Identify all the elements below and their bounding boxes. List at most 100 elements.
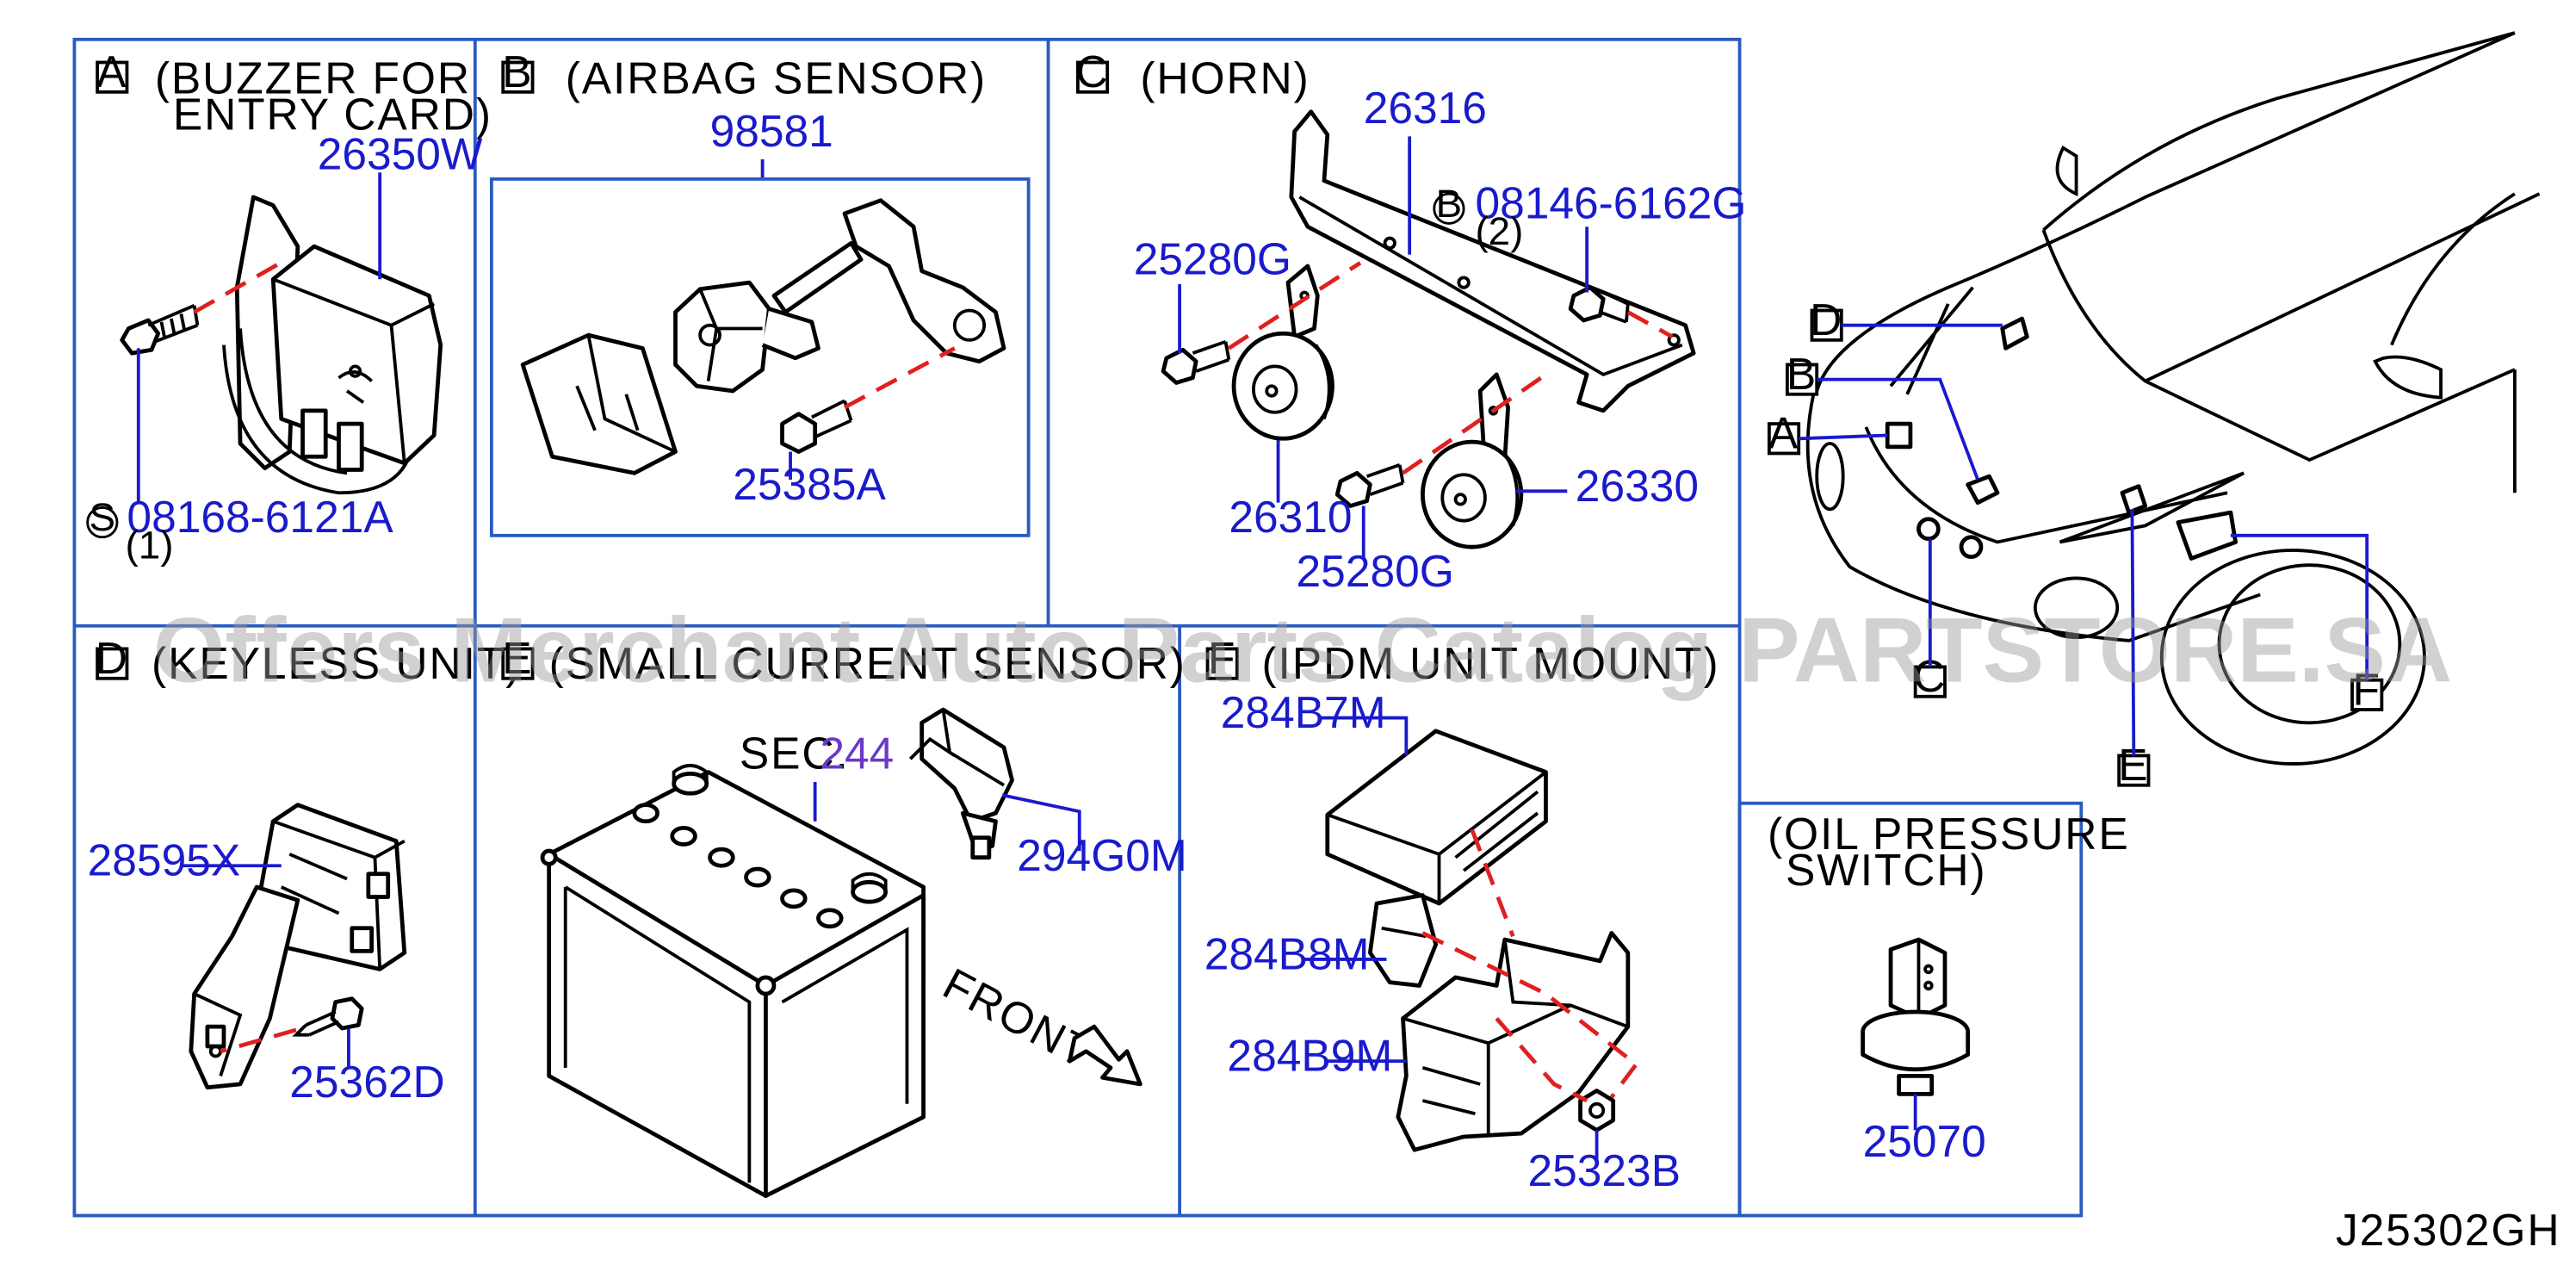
part-number-98581: 98581 xyxy=(710,106,833,156)
section-f: F (IPDM UNIT MOUNT) 284B7M 284B8M 284B9M xyxy=(1204,633,1719,1195)
oil-title-line2: SWITCH) xyxy=(1786,845,1987,895)
part-number-28595x: 28595X xyxy=(88,835,241,885)
horn-high-drawing xyxy=(1421,439,1524,549)
section-a-key: A xyxy=(96,47,127,96)
part-number-26310: 26310 xyxy=(1229,492,1352,542)
section-d-key: D xyxy=(96,633,129,683)
oil-switch-drawing xyxy=(1861,937,1971,1096)
section-a: A (BUZZER FOR ENTRY CARD) 26350W S xyxy=(86,47,492,568)
battery-drawing xyxy=(540,763,926,1199)
screw-d-drawing xyxy=(292,996,364,1037)
part-number-294g0m: 294G0M xyxy=(1017,830,1187,880)
marker-s: S xyxy=(90,495,116,539)
horn-low-drawing xyxy=(1231,331,1334,441)
part-number-08168-6121a: 08168-6121A xyxy=(127,492,393,542)
qty-a-bolt: (1) xyxy=(126,524,174,568)
part-number-284b8m: 284B8M xyxy=(1204,928,1370,978)
locator-b-box xyxy=(1785,363,1819,396)
marker-b-circle xyxy=(1433,192,1465,225)
car-locator-drawing xyxy=(1805,31,2541,766)
sec-label: SEC. xyxy=(740,729,850,779)
d-dash-leader xyxy=(220,1027,297,1054)
ipdm-bracket-drawing xyxy=(1367,893,1439,988)
section-b-title: (AIRBAG SENSOR) xyxy=(566,53,987,103)
part-number-284b9m: 284B9M xyxy=(1227,1031,1392,1081)
locator-d: D xyxy=(1810,295,1843,344)
part-number-26330: 26330 xyxy=(1576,461,1699,511)
part-number-08146-6162g: 08146-6162G xyxy=(1475,178,1746,228)
front-label: FRONT xyxy=(935,958,1100,1078)
part-number-25070: 25070 xyxy=(1863,1116,1986,1166)
section-b-key: B xyxy=(502,47,533,96)
part-number-26350w: 26350W xyxy=(318,128,483,178)
airbag-sensor-frame xyxy=(489,177,1031,537)
current-sensor-drawing xyxy=(908,707,1014,860)
part-number-25280g-upper: 25280G xyxy=(1134,234,1291,284)
horn-bolts-drawing xyxy=(1161,285,1630,508)
part-number-25323b: 25323B xyxy=(1527,1145,1681,1195)
sec-number-244: 244 xyxy=(820,729,894,779)
section-a-title-line1: (BUZZER FOR xyxy=(155,53,471,103)
part-number-25280g-lower: 25280G xyxy=(1297,546,1454,596)
leader-294g0m xyxy=(1001,793,1081,852)
section-b: B (AIRBAG SENSOR) 98581 25385A xyxy=(489,47,1031,537)
section-e-title: (SMALL CURRENT SENSOR) xyxy=(549,638,1186,688)
part-number-25385a: 25385A xyxy=(733,459,886,509)
nut-f-drawing xyxy=(1578,1089,1616,1132)
section-e: E (SMALL CURRENT SENSOR) SEC. 244 xyxy=(501,633,1187,1199)
section-f-key: F xyxy=(1208,633,1236,683)
section-d-title: (KEYLESS UNIT) xyxy=(152,638,522,688)
locator-a-box xyxy=(1767,422,1801,456)
horn-bracket-drawing xyxy=(1285,109,1696,471)
marker-s-circle xyxy=(86,506,119,539)
leader-284b7m xyxy=(1319,716,1409,756)
locator-d-box xyxy=(1810,308,1843,342)
qty-c-bolt: (2) xyxy=(1475,209,1523,253)
locator-a: A xyxy=(1768,408,1799,458)
oil-switch-frame xyxy=(1737,801,2084,1218)
front-arrow-icon xyxy=(1067,1024,1142,1087)
part-number-25362d: 25362D xyxy=(289,1057,444,1107)
section-d-key-box xyxy=(96,647,129,680)
section-d: D (KEYLESS UNIT) 28595X 25362D xyxy=(88,633,522,1107)
c-dash-bracket xyxy=(1626,310,1674,339)
part-number-26316: 26316 xyxy=(1364,83,1487,133)
section-oil: (OIL PRESSURE SWITCH) 25070 xyxy=(1768,809,2130,1166)
section-c-key-box xyxy=(1075,60,1110,94)
locator-b: B xyxy=(1786,349,1817,399)
bolt-b-drawing xyxy=(780,399,853,454)
section-f-key-box xyxy=(1205,647,1239,680)
buzzer-unit-drawing xyxy=(222,195,443,495)
locator-e-leader xyxy=(2130,509,2136,756)
locator-callouts: D B A C E F xyxy=(1767,295,2384,790)
f-dash-leaders xyxy=(1421,828,1639,1103)
ipdm-cover-drawing xyxy=(1325,729,1548,906)
section-a-title-line2: ENTRY CARD) xyxy=(173,90,492,140)
keyless-unit-drawing xyxy=(189,803,407,1090)
airbag-sensor-drawing xyxy=(520,198,1006,475)
section-f-title: (IPDM UNIT MOUNT) xyxy=(1261,638,1719,688)
diagram-id: J25302GH xyxy=(2336,1205,2561,1255)
part-number-284b7m: 284B7M xyxy=(1221,687,1386,737)
a-dash-leader xyxy=(193,257,288,314)
watermark: Offers Merchant Auto Parts Catalog PARTS… xyxy=(153,599,2452,702)
oil-title-line1: (OIL PRESSURE xyxy=(1768,809,2130,859)
c-dash-high xyxy=(1402,372,1547,475)
battery-caps xyxy=(632,763,889,929)
marker-b: B xyxy=(1436,182,1463,226)
locator-f-leader xyxy=(2230,533,2369,680)
section-frames xyxy=(72,37,2084,1218)
c-dash-low xyxy=(1228,261,1362,351)
section-e-key: E xyxy=(502,633,533,683)
bolt-a-drawing xyxy=(120,304,200,356)
section-a-key-box xyxy=(96,60,129,94)
section-e-key-box xyxy=(501,647,535,680)
section-b-key-box xyxy=(501,60,535,94)
locator-c-box xyxy=(1913,665,1947,698)
locator-a-leader xyxy=(1799,433,1888,441)
section-c: C (HORN) xyxy=(1075,47,1746,596)
b-dash-leader xyxy=(843,346,956,410)
ipdm-mount-drawing xyxy=(1396,931,1631,1152)
locator-b-leader xyxy=(1817,377,1979,481)
